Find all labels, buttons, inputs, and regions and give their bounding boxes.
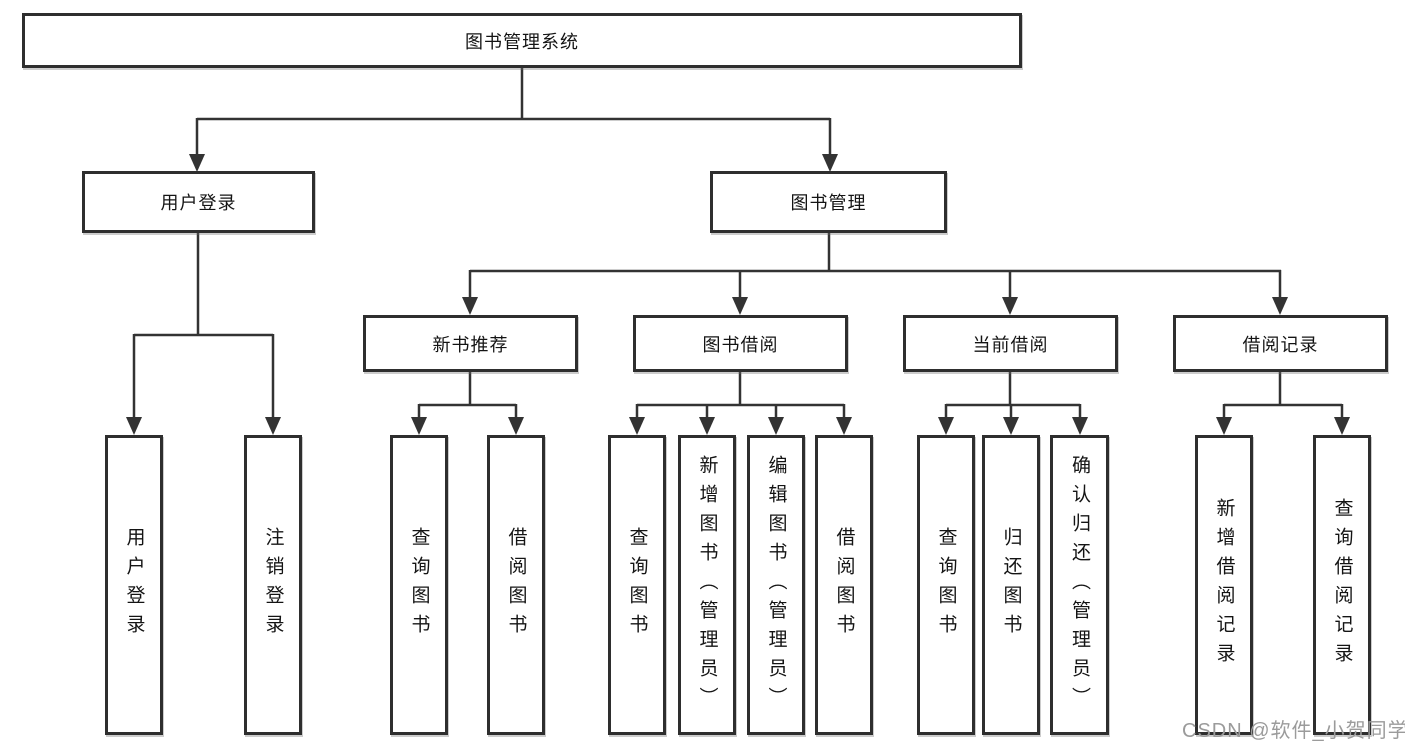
branch-book-borrow [629,372,852,435]
node-library-management-system: 图书管理系统 [22,13,1022,68]
branch-new-book-recommend [411,372,524,435]
leaf-borrow-books-1: 借阅图书 [487,435,545,735]
leaf-return-book: 归还图书 [982,435,1040,735]
leaf-label: 查询图书 [408,527,430,643]
leaf-label: 编辑图书（管理员） [765,454,787,716]
leaf-label: 确认归还（管理员） [1069,454,1090,716]
branch-book-management [462,233,1288,315]
node-book-management: 图书管理 [710,171,947,233]
leaf-label: 归还图书 [1000,527,1022,643]
node-book-borrow: 图书借阅 [633,315,848,372]
leaf-query-books-2: 查询图书 [608,435,666,735]
leaf-logout: 注销登录 [244,435,302,735]
branch-current-borrow [938,372,1088,435]
branch-root [189,68,838,172]
branch-user-login [126,233,281,435]
csdn-watermark: CSDN @软件_小贺同学 [1182,720,1405,742]
leaf-edit-book-admin: 编辑图书（管理员） [747,435,805,735]
leaf-label: 查询图书 [935,527,957,643]
leaf-label: 用户登录 [123,527,145,643]
leaf-label: 查询借阅记录 [1331,498,1353,672]
leaf-add-book-admin: 新增图书（管理员） [678,435,736,735]
node-new-book-recommend: 新书推荐 [363,315,578,372]
branch-borrow-records [1216,372,1350,435]
leaf-user-login: 用户登录 [105,435,163,735]
node-borrow-records: 借阅记录 [1173,315,1388,372]
leaf-label: 借阅图书 [505,527,527,643]
leaf-label: 注销登录 [262,527,284,643]
leaf-add-borrow-record: 新增借阅记录 [1195,435,1253,735]
leaf-confirm-return-admin: 确认归还（管理员） [1050,435,1109,735]
leaf-borrow-books-2: 借阅图书 [815,435,873,735]
leaf-label: 新增借阅记录 [1213,498,1235,672]
node-user-login: 用户登录 [82,171,315,233]
leaf-query-books-3: 查询图书 [917,435,975,735]
leaf-label: 新增图书（管理员） [696,454,718,716]
leaf-query-books-1: 查询图书 [390,435,448,735]
leaf-query-borrow-record: 查询借阅记录 [1313,435,1371,735]
leaf-label: 查询图书 [626,527,648,643]
node-current-borrow: 当前借阅 [903,315,1118,372]
leaf-label: 借阅图书 [833,527,855,643]
